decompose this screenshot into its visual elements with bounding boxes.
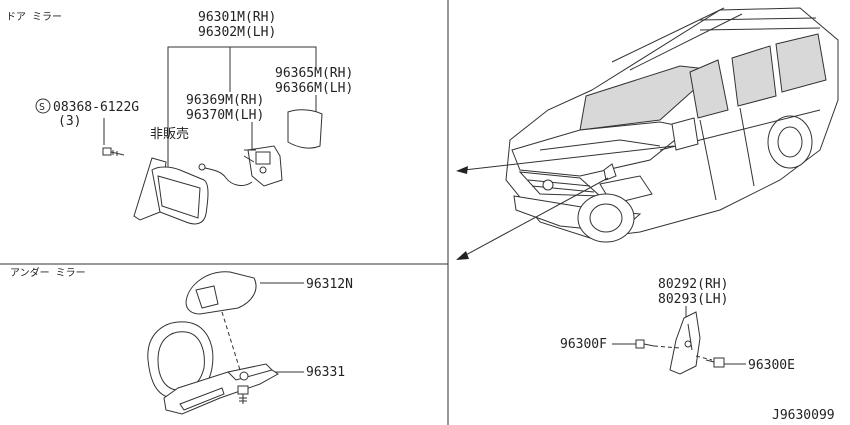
- label-96300e[interactable]: 96300E: [748, 358, 795, 373]
- mirror-actuator[interactable]: [198, 145, 283, 187]
- label-96370m[interactable]: 96370M(LH): [186, 108, 264, 123]
- label-screw-08368[interactable]: 08368-6122G: [53, 100, 139, 115]
- panel-dividers: [0, 0, 449, 425]
- clip-96300e[interactable]: [705, 357, 725, 368]
- label-96302m[interactable]: 96302M(LH): [198, 25, 276, 40]
- section-title-under-mirror: アンダー ミラー: [10, 266, 86, 279]
- under-mirror-cover[interactable]: [185, 271, 257, 315]
- door-mirror-housing[interactable]: [133, 157, 209, 225]
- screw-symbol-circle: [35, 98, 51, 114]
- screw-96300f[interactable]: [635, 339, 655, 349]
- label-not-sold: 非販売: [150, 126, 189, 142]
- under-mirror-bracket[interactable]: [163, 363, 279, 415]
- vehicle-illustration: [505, 7, 839, 243]
- screw-symbol: S: [39, 102, 45, 113]
- mirror-bracket-plate[interactable]: [669, 311, 701, 375]
- label-80292[interactable]: 80292(RH): [658, 277, 728, 292]
- label-96369m[interactable]: 96369M(RH): [186, 93, 264, 108]
- pointer-arrows: [456, 145, 675, 260]
- bracket-group: 80292(RH) 80293(LH) 96300F 96300E: [560, 277, 795, 375]
- label-80293[interactable]: 80293(LH): [658, 292, 728, 307]
- label-screw-qty: (3): [58, 114, 81, 129]
- door-mirror-group: 96301M(RH) 96302M(LH) 96365M(RH) 96366M(…: [35, 10, 353, 225]
- diagram-id: J9630099: [772, 408, 835, 423]
- label-96301m[interactable]: 96301M(RH): [198, 10, 276, 25]
- label-96300f[interactable]: 96300F: [560, 337, 607, 352]
- label-96312n[interactable]: 96312N: [306, 277, 353, 292]
- mirror-glass[interactable]: [287, 109, 323, 149]
- screw-part[interactable]: [102, 147, 125, 156]
- label-96331[interactable]: 96331: [306, 365, 345, 380]
- label-96365m[interactable]: 96365M(RH): [275, 66, 353, 81]
- section-title-door-mirror: ドア ミラー: [6, 11, 62, 23]
- under-mirror-head[interactable]: [147, 321, 214, 400]
- under-mirror-group: 96312N 96331: [147, 271, 353, 415]
- label-96366m[interactable]: 96366M(LH): [275, 81, 353, 96]
